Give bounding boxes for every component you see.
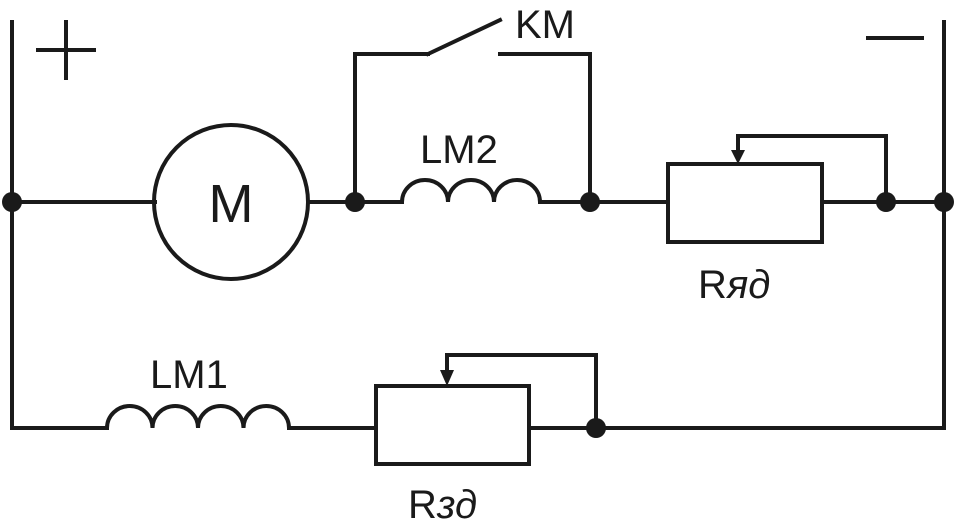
ryad-slider-arrow-icon <box>731 150 745 164</box>
rzd-slider <box>445 353 598 430</box>
minus-sign: — <box>863 0 927 72</box>
lm1-coil <box>104 404 292 431</box>
ryad-resistor <box>666 162 824 244</box>
ryad-label-main: R <box>698 263 727 307</box>
junction-dot-ryad-slider <box>876 192 896 212</box>
rzd-resistor <box>374 384 531 466</box>
ryad-label-sub: яд <box>726 263 770 307</box>
junction-dot-lm2-ryad <box>580 192 600 212</box>
km-bypass-left <box>353 52 430 204</box>
km-contact-blade <box>425 17 503 57</box>
rzd-slider-arrow-icon <box>440 370 454 386</box>
junction-dot-rzd-slider <box>586 418 606 438</box>
plus-sign: + <box>47 14 84 86</box>
junction-dot-right <box>934 192 954 212</box>
km-bypass-right <box>498 52 592 204</box>
rzd-label-main: R <box>408 483 437 522</box>
rzd-label-sub: зд <box>436 483 477 522</box>
junction-dot-motor-lm2 <box>345 192 365 212</box>
ryad-slider <box>736 134 888 204</box>
km-label: KM <box>515 3 575 47</box>
lm2-label: LM2 <box>420 128 498 172</box>
lm1-label: LM1 <box>150 353 228 397</box>
motor-label: M <box>209 174 254 234</box>
motor-circle <box>152 123 310 281</box>
junction-dot-left <box>2 192 22 212</box>
rzd-label: Rзд <box>408 483 477 522</box>
ryad-label: Rяд <box>698 263 770 307</box>
lm2-coil <box>399 178 543 205</box>
